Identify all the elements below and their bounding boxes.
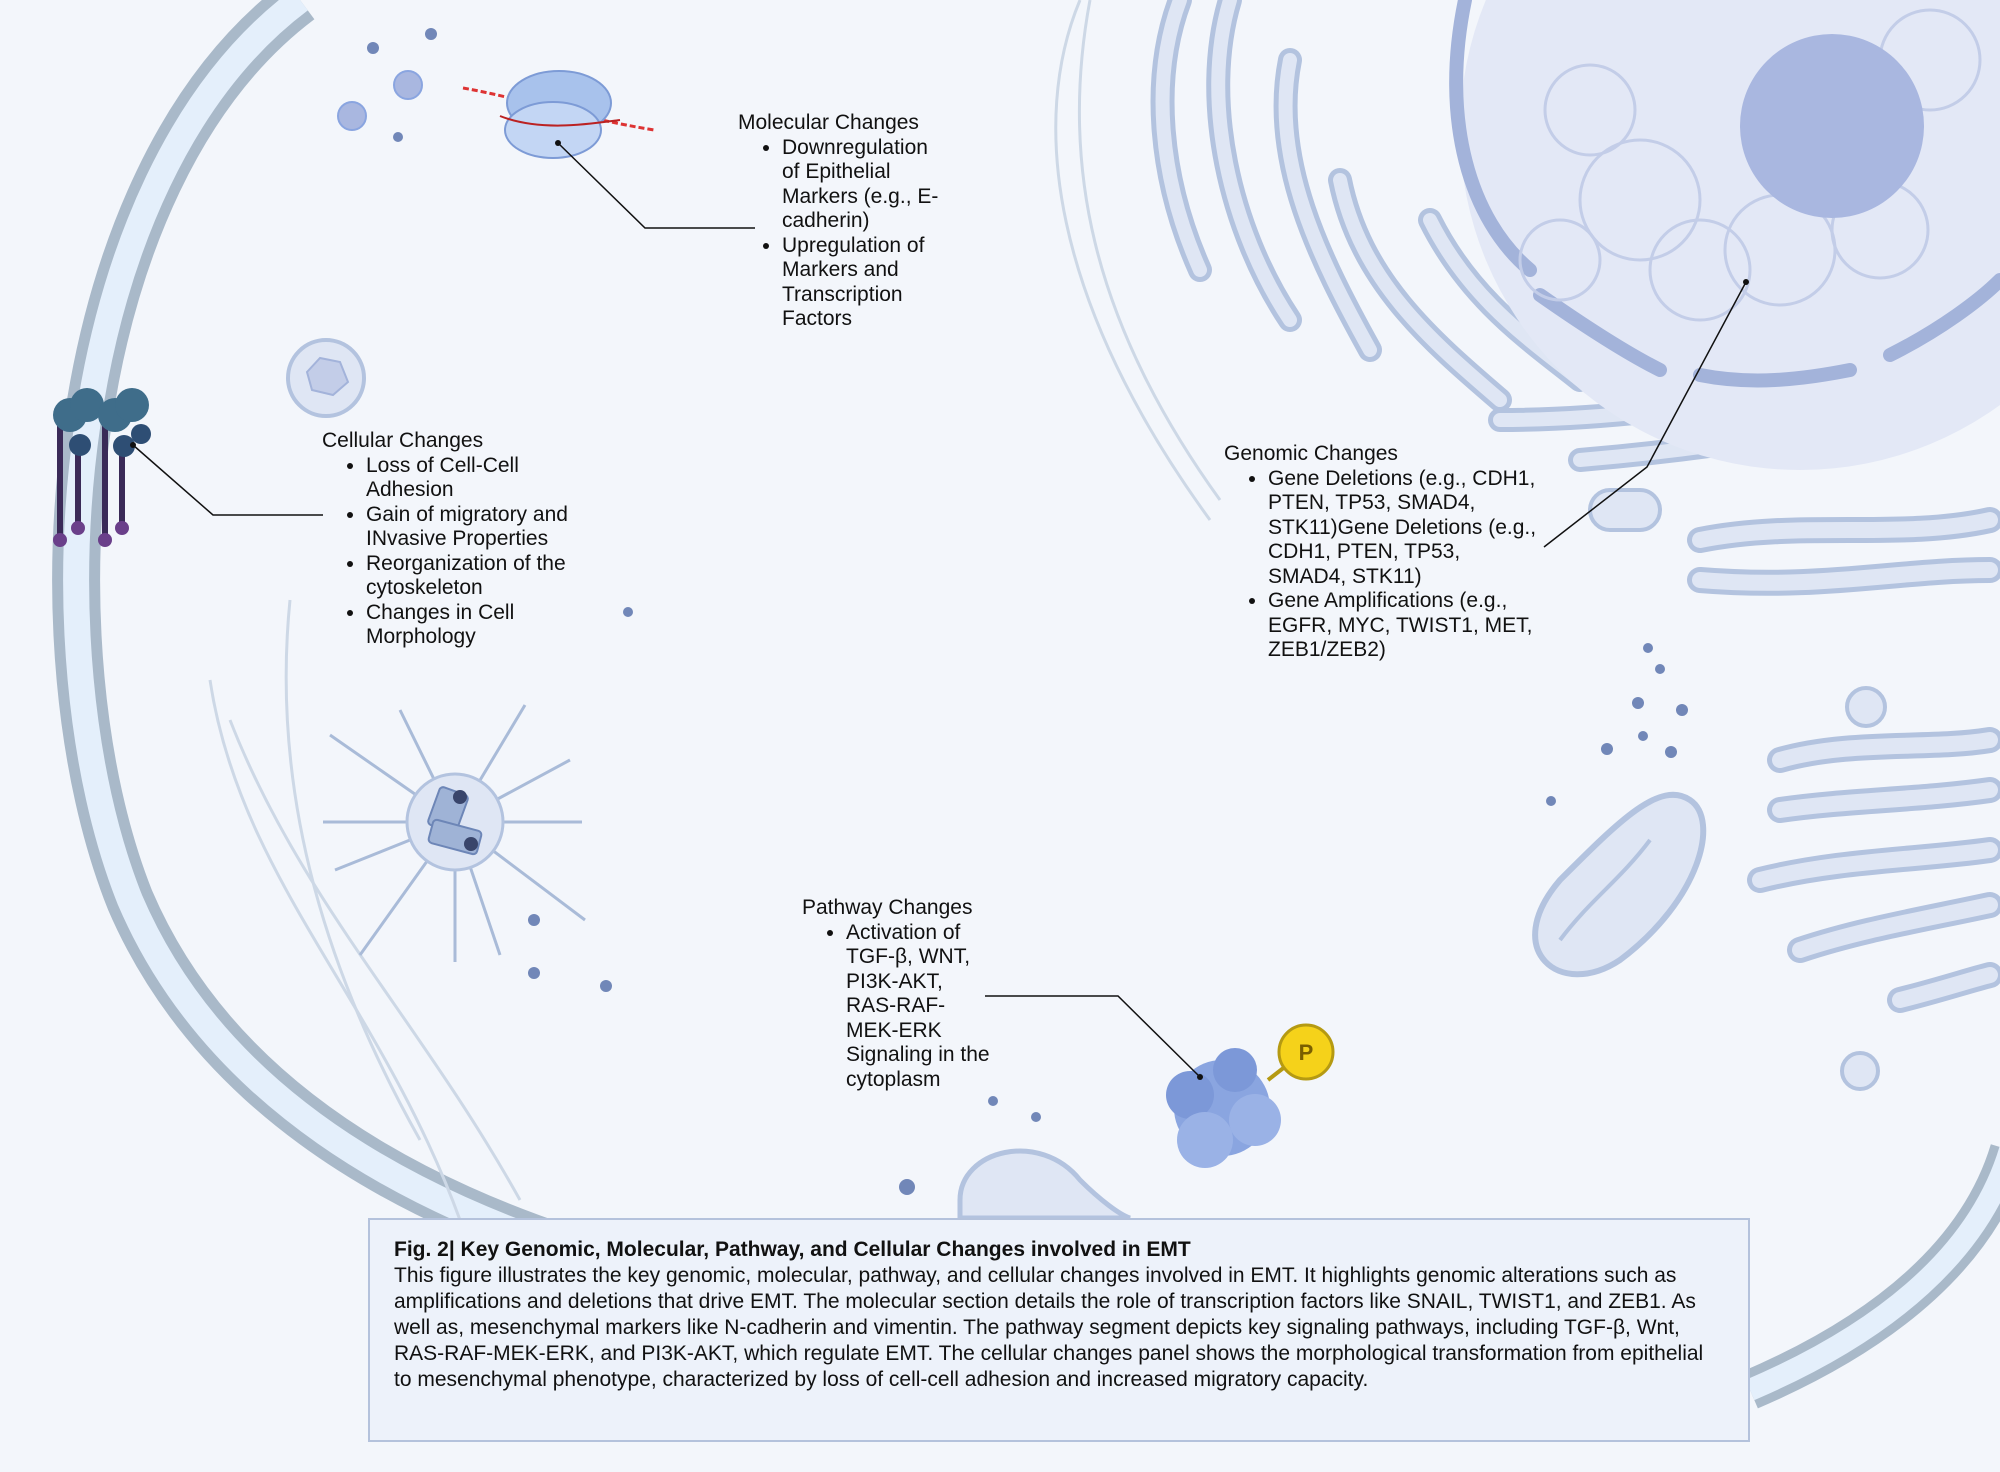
centrosome-icon xyxy=(323,705,585,962)
pathway-changes-list: Activation of TGF-β, WNT, PI3K-AKT, RAS-… xyxy=(802,921,997,1093)
molecular-changes-title: Molecular Changes xyxy=(738,111,948,136)
molecular-changes-block: Molecular Changes Downregulation of Epit… xyxy=(738,111,948,332)
nucleus xyxy=(1456,0,2000,470)
genomic-changes-list: Gene Deletions (e.g., CDH1, PTEN, TP53, … xyxy=(1224,467,1544,663)
list-item: Gain of migratory and INvasive Propertie… xyxy=(366,503,602,552)
caption-body: This figure illustrates the key genomic,… xyxy=(394,1263,1724,1393)
molecular-changes-list: Downregulation of Epithelial Markers (e.… xyxy=(738,136,948,332)
caption-title: Fig. 2| Key Genomic, Molecular, Pathway,… xyxy=(394,1237,1724,1263)
cellular-changes-title: Cellular Changes xyxy=(322,429,602,454)
genomic-changes-title: Genomic Changes xyxy=(1224,442,1544,467)
list-item: Activation of TGF-β, WNT, PI3K-AKT, RAS-… xyxy=(846,921,997,1093)
cellular-changes-list: Loss of Cell-Cell Adhesion Gain of migra… xyxy=(322,454,602,650)
pathway-changes-title: Pathway Changes xyxy=(802,896,997,921)
figure-caption: Fig. 2| Key Genomic, Molecular, Pathway,… xyxy=(368,1218,1750,1442)
golgi-apparatus xyxy=(1590,490,1990,1089)
nucleolus xyxy=(1740,34,1924,218)
list-item: Downregulation of Epithelial Markers (e.… xyxy=(782,136,948,234)
pathway-changes-block: Pathway Changes Activation of TGF-β, WNT… xyxy=(802,896,997,1092)
phospho-protein-icon: P xyxy=(1166,1025,1333,1168)
list-item: Gene Amplifications (e.g., EGFR, MYC, TW… xyxy=(1268,589,1544,663)
phosphate-label: P xyxy=(1299,1040,1314,1065)
cellular-changes-block: Cellular Changes Loss of Cell-Cell Adhes… xyxy=(322,429,602,650)
list-item: Upregulation of Markers and Transcriptio… xyxy=(782,234,948,332)
mitochondrion-bottom xyxy=(960,1151,1130,1218)
mitochondrion-right xyxy=(1535,795,1703,974)
list-item: Loss of Cell-Cell Adhesion xyxy=(366,454,602,503)
cell-icon xyxy=(288,340,364,416)
list-item: Gene Deletions (e.g., CDH1, PTEN, TP53, … xyxy=(1268,467,1544,590)
list-item: Reorganization of the cytoskeleton xyxy=(366,552,602,601)
list-item: Changes in Cell Morphology xyxy=(366,601,602,650)
genomic-changes-block: Genomic Changes Gene Deletions (e.g., CD… xyxy=(1224,442,1544,663)
